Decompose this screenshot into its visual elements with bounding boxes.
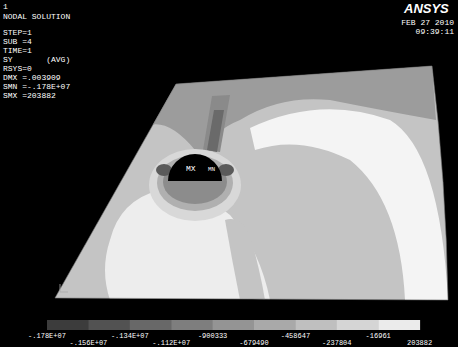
plot-date: FEB 27 2010 <box>401 18 454 27</box>
ansys-logo: ANSYS <box>404 2 449 16</box>
scale-value: 203882 <box>407 339 432 347</box>
color-band <box>171 320 213 330</box>
scale-value: -.112E+07 <box>152 339 190 347</box>
min-stress: SMN =-.178E+07 <box>3 82 70 91</box>
time-info: TIME=1 <box>3 46 32 55</box>
color-band <box>47 320 89 330</box>
step-info: STEP=1 <box>3 28 32 37</box>
color-band <box>88 320 130 330</box>
color-band <box>337 320 379 330</box>
substep-info: SUB =4 <box>3 37 32 46</box>
scale-value: -.178E+07 <box>28 332 66 340</box>
scale-value: -237804 <box>322 339 351 347</box>
color-bar <box>47 320 420 330</box>
color-band <box>295 320 337 330</box>
body-outline <box>55 66 448 300</box>
max-displacement: DMX =.003909 <box>3 73 61 82</box>
color-band <box>213 320 255 330</box>
coordinate-system: RSYS=0 <box>3 64 32 73</box>
scale-value: -900333 <box>198 332 227 340</box>
scale-value: -.156E+07 <box>69 339 107 347</box>
window-number: 1 <box>3 2 8 11</box>
result-item: SY (AVG) <box>3 55 70 64</box>
scale-value: -679490 <box>239 339 268 347</box>
axis-triad <box>60 284 68 292</box>
max-marker: MX <box>186 164 196 173</box>
plot-title: NODAL SOLUTION <box>3 12 70 21</box>
scale-value: -16961 <box>366 332 391 340</box>
plot-time: 09:39:11 <box>416 27 454 36</box>
color-band <box>130 320 172 330</box>
color-band <box>254 320 296 330</box>
scale-value: -.134E+07 <box>111 332 149 340</box>
color-band <box>378 320 420 330</box>
max-stress: SMX =203882 <box>3 91 56 100</box>
min-marker: MN <box>208 166 215 173</box>
scale-value: -458647 <box>281 332 310 340</box>
